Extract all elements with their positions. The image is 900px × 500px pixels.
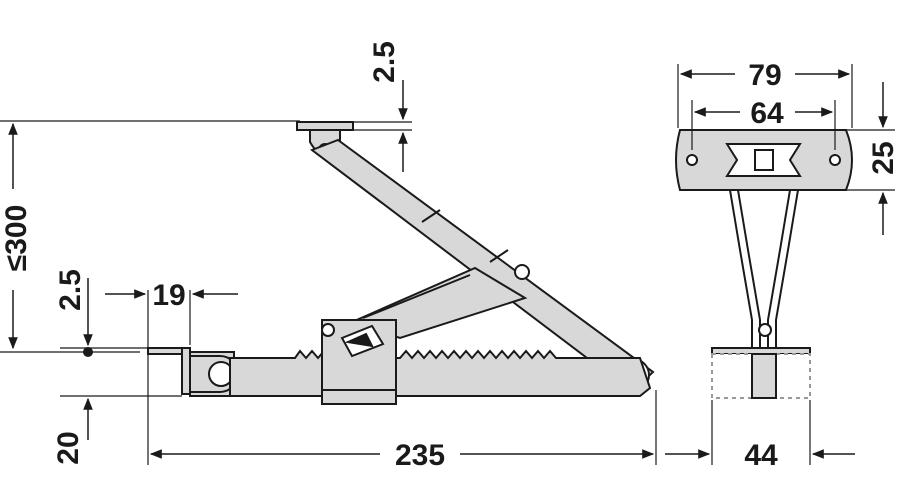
- max-height-label: ≤300: [0, 205, 33, 272]
- front-mounting-plate: [675, 129, 853, 191]
- gap-top-label: 2.5: [368, 41, 401, 83]
- base-rack: [147, 347, 652, 397]
- gap-left-label: 2.5: [54, 269, 87, 311]
- dimension-arrows: [8, 69, 888, 459]
- plate-width-label: 19: [152, 279, 185, 312]
- front-base-bracket: [711, 347, 811, 399]
- catch-block: [321, 319, 397, 405]
- hole-spacing-label: 64: [750, 97, 784, 130]
- reference-point: [83, 347, 93, 357]
- base-depth-label: 20: [52, 431, 85, 464]
- side-view: [147, 121, 655, 405]
- bracket-depth-label: 44: [744, 439, 778, 472]
- front-view: [675, 129, 853, 399]
- upper-arm-rivet: [514, 264, 530, 280]
- right-screw-hole: [829, 154, 841, 166]
- left-screw-hole: [686, 154, 698, 166]
- extension-lines: [0, 64, 895, 465]
- overall-length-label: 235: [395, 439, 445, 472]
- plate-length-label: 79: [748, 59, 781, 92]
- plate-height-label: 25: [867, 141, 900, 174]
